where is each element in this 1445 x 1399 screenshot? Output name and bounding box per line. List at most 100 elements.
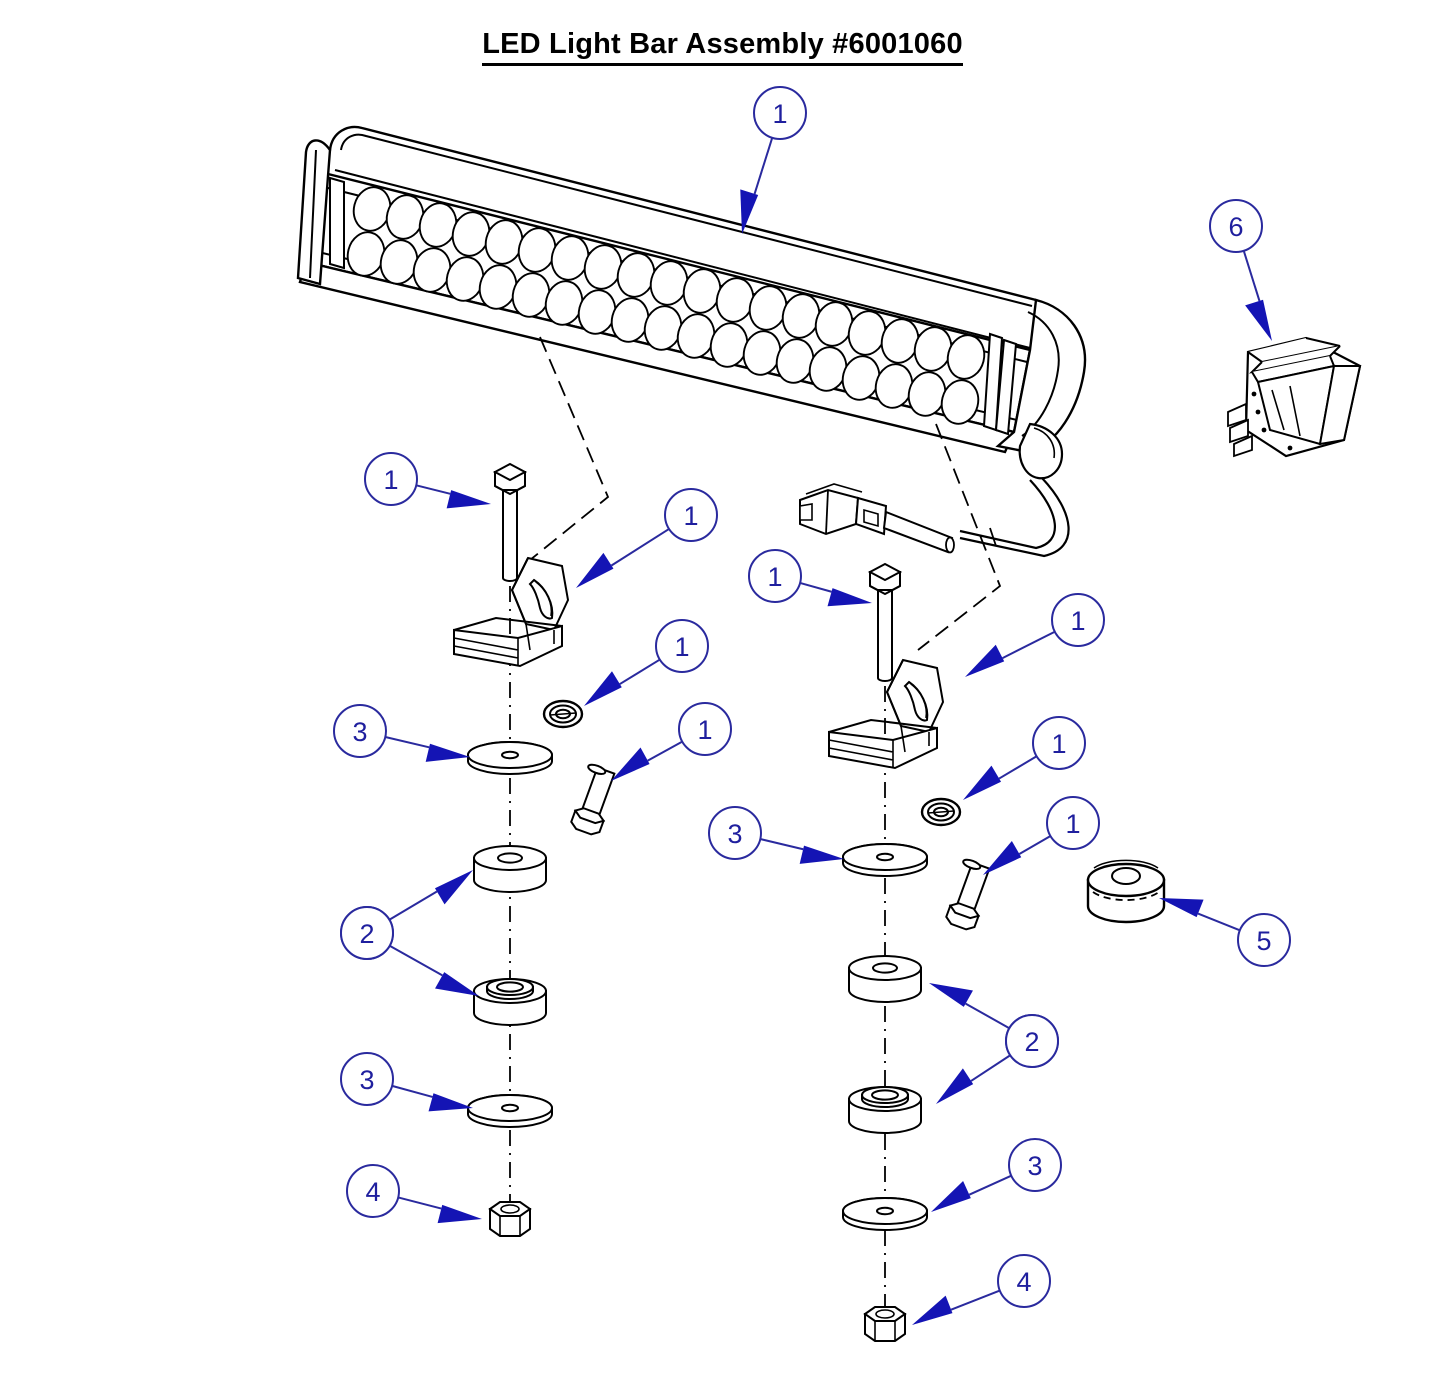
balloon-number: 1 — [767, 562, 782, 592]
balloon-circle[interactable] — [333, 704, 387, 758]
page-title: LED Light Bar Assembly #6001060 — [482, 28, 963, 66]
balloon-number: 1 — [674, 632, 689, 662]
balloon-grommet-right-lower[interactable]: 2 — [936, 1014, 1059, 1104]
balloon-circle[interactable] — [1046, 796, 1100, 850]
balloon-number: 1 — [697, 715, 712, 745]
arrowhead-icon — [611, 747, 650, 781]
arrowhead-icon — [740, 189, 759, 234]
balloon-flat-washer-left-lower[interactable]: 3 — [340, 1052, 473, 1112]
balloon-number: 3 — [352, 717, 367, 747]
balloon-flat-washer-left-upper[interactable]: 3 — [333, 704, 470, 762]
balloon-lock-nut-left[interactable]: 4 — [346, 1164, 482, 1224]
arrowhead-icon — [931, 1181, 971, 1212]
balloon-circle[interactable] — [1209, 199, 1263, 253]
part-wire-connector — [799, 483, 955, 554]
part-led-light-bar — [296, 125, 1087, 558]
arrowhead-icon — [446, 490, 491, 509]
balloon-circle[interactable] — [997, 1254, 1051, 1308]
balloon-number: 1 — [383, 465, 398, 495]
arrowhead-icon — [576, 552, 614, 588]
balloon-circle[interactable] — [364, 452, 418, 506]
arrowhead-icon — [929, 983, 973, 1007]
leader-line — [1018, 835, 1051, 855]
balloon-mount-bracket-right[interactable]: 1 — [965, 593, 1105, 677]
balloon-number: 4 — [1016, 1267, 1031, 1297]
balloon-rocker-switch[interactable]: 6 — [1209, 199, 1272, 341]
leader-line — [389, 944, 443, 977]
leader-line — [965, 1002, 1010, 1030]
arrowhead-icon — [584, 671, 622, 706]
balloon-number: 1 — [1065, 809, 1080, 839]
balloon-circle[interactable] — [664, 488, 718, 542]
balloon-mount-bracket-left[interactable]: 1 — [576, 488, 718, 588]
balloon-lock-washer-left[interactable]: 1 — [584, 619, 709, 706]
leader-line — [647, 740, 683, 762]
balloon-rubber-grommet[interactable]: 5 — [1159, 898, 1291, 967]
balloon-number: 1 — [683, 501, 698, 531]
leader-line — [619, 658, 661, 685]
leader-line — [397, 1196, 442, 1210]
balloon-number: 1 — [1051, 729, 1066, 759]
balloon-short-bolt-right[interactable]: 1 — [983, 796, 1100, 875]
balloon-number: 2 — [359, 919, 374, 949]
leader-line — [799, 582, 832, 593]
balloon-circle[interactable] — [1005, 1014, 1059, 1068]
balloon-circle[interactable] — [340, 1052, 394, 1106]
balloon-circle[interactable] — [1051, 593, 1105, 647]
part-rubber-grommet — [1086, 859, 1166, 924]
leader-line — [388, 890, 438, 921]
balloon-short-bolt-left[interactable]: 1 — [611, 702, 732, 781]
leader-line — [610, 528, 670, 567]
balloon-hex-bolt-right[interactable]: 1 — [748, 549, 872, 607]
part-rocker-switch — [1227, 336, 1362, 458]
balloon-number: 3 — [1027, 1151, 1042, 1181]
arrowhead-icon — [1159, 898, 1204, 918]
arrowhead-icon — [936, 1068, 974, 1104]
balloon-hex-bolt-left[interactable]: 1 — [364, 452, 491, 509]
arrowhead-icon — [827, 588, 872, 607]
balloon-circle[interactable] — [678, 702, 732, 756]
balloon-circle[interactable] — [346, 1164, 400, 1218]
balloon-circle[interactable] — [753, 86, 807, 140]
balloon-circle[interactable] — [340, 906, 394, 960]
leader-line — [753, 137, 774, 195]
balloon-circle[interactable] — [748, 549, 802, 603]
balloon-number: 6 — [1228, 212, 1243, 242]
balloon-flat-washer-right-lower[interactable]: 3 — [931, 1138, 1062, 1212]
explode-trace-group — [529, 336, 1002, 651]
leader-line — [760, 838, 804, 851]
leader-line — [1002, 630, 1056, 659]
arrowhead-icon — [428, 1093, 473, 1112]
balloon-circle[interactable] — [708, 806, 762, 860]
balloon-lock-washer-right[interactable]: 1 — [963, 716, 1086, 800]
balloon-number: 3 — [727, 819, 742, 849]
balloon-circle[interactable] — [1008, 1138, 1062, 1192]
leader-line — [391, 1084, 433, 1098]
leader-line — [1197, 912, 1241, 932]
arrowhead-icon — [1245, 299, 1272, 341]
balloon-number: 1 — [1070, 606, 1085, 636]
arrowhead-icon — [963, 765, 1002, 800]
balloon-led-light-bar[interactable]: 1 — [740, 86, 807, 234]
balloon-number: 2 — [1024, 1027, 1039, 1057]
balloon-callouts: 161111322341111352234 — [333, 86, 1291, 1325]
arrowhead-icon — [965, 644, 1005, 677]
arrowhead-icon — [434, 870, 473, 905]
arrowhead-icon — [425, 743, 470, 762]
balloon-flat-washer-right-upper[interactable]: 3 — [708, 806, 844, 864]
balloon-lock-nut-right[interactable]: 4 — [912, 1254, 1051, 1325]
leader-line — [415, 484, 451, 495]
balloon-circle[interactable] — [1032, 716, 1086, 770]
balloon-circle[interactable] — [1237, 913, 1291, 967]
balloon-number: 1 — [772, 99, 787, 129]
leader-line — [968, 1174, 1012, 1196]
leader-line — [970, 1054, 1011, 1082]
balloon-number: 5 — [1256, 926, 1271, 956]
balloon-grommet-left-lower[interactable]: 2 — [340, 906, 479, 996]
balloon-circle[interactable] — [655, 619, 709, 673]
arrowhead-icon — [435, 972, 479, 996]
arrowhead-icon — [983, 841, 1022, 875]
leader-line — [385, 736, 430, 749]
